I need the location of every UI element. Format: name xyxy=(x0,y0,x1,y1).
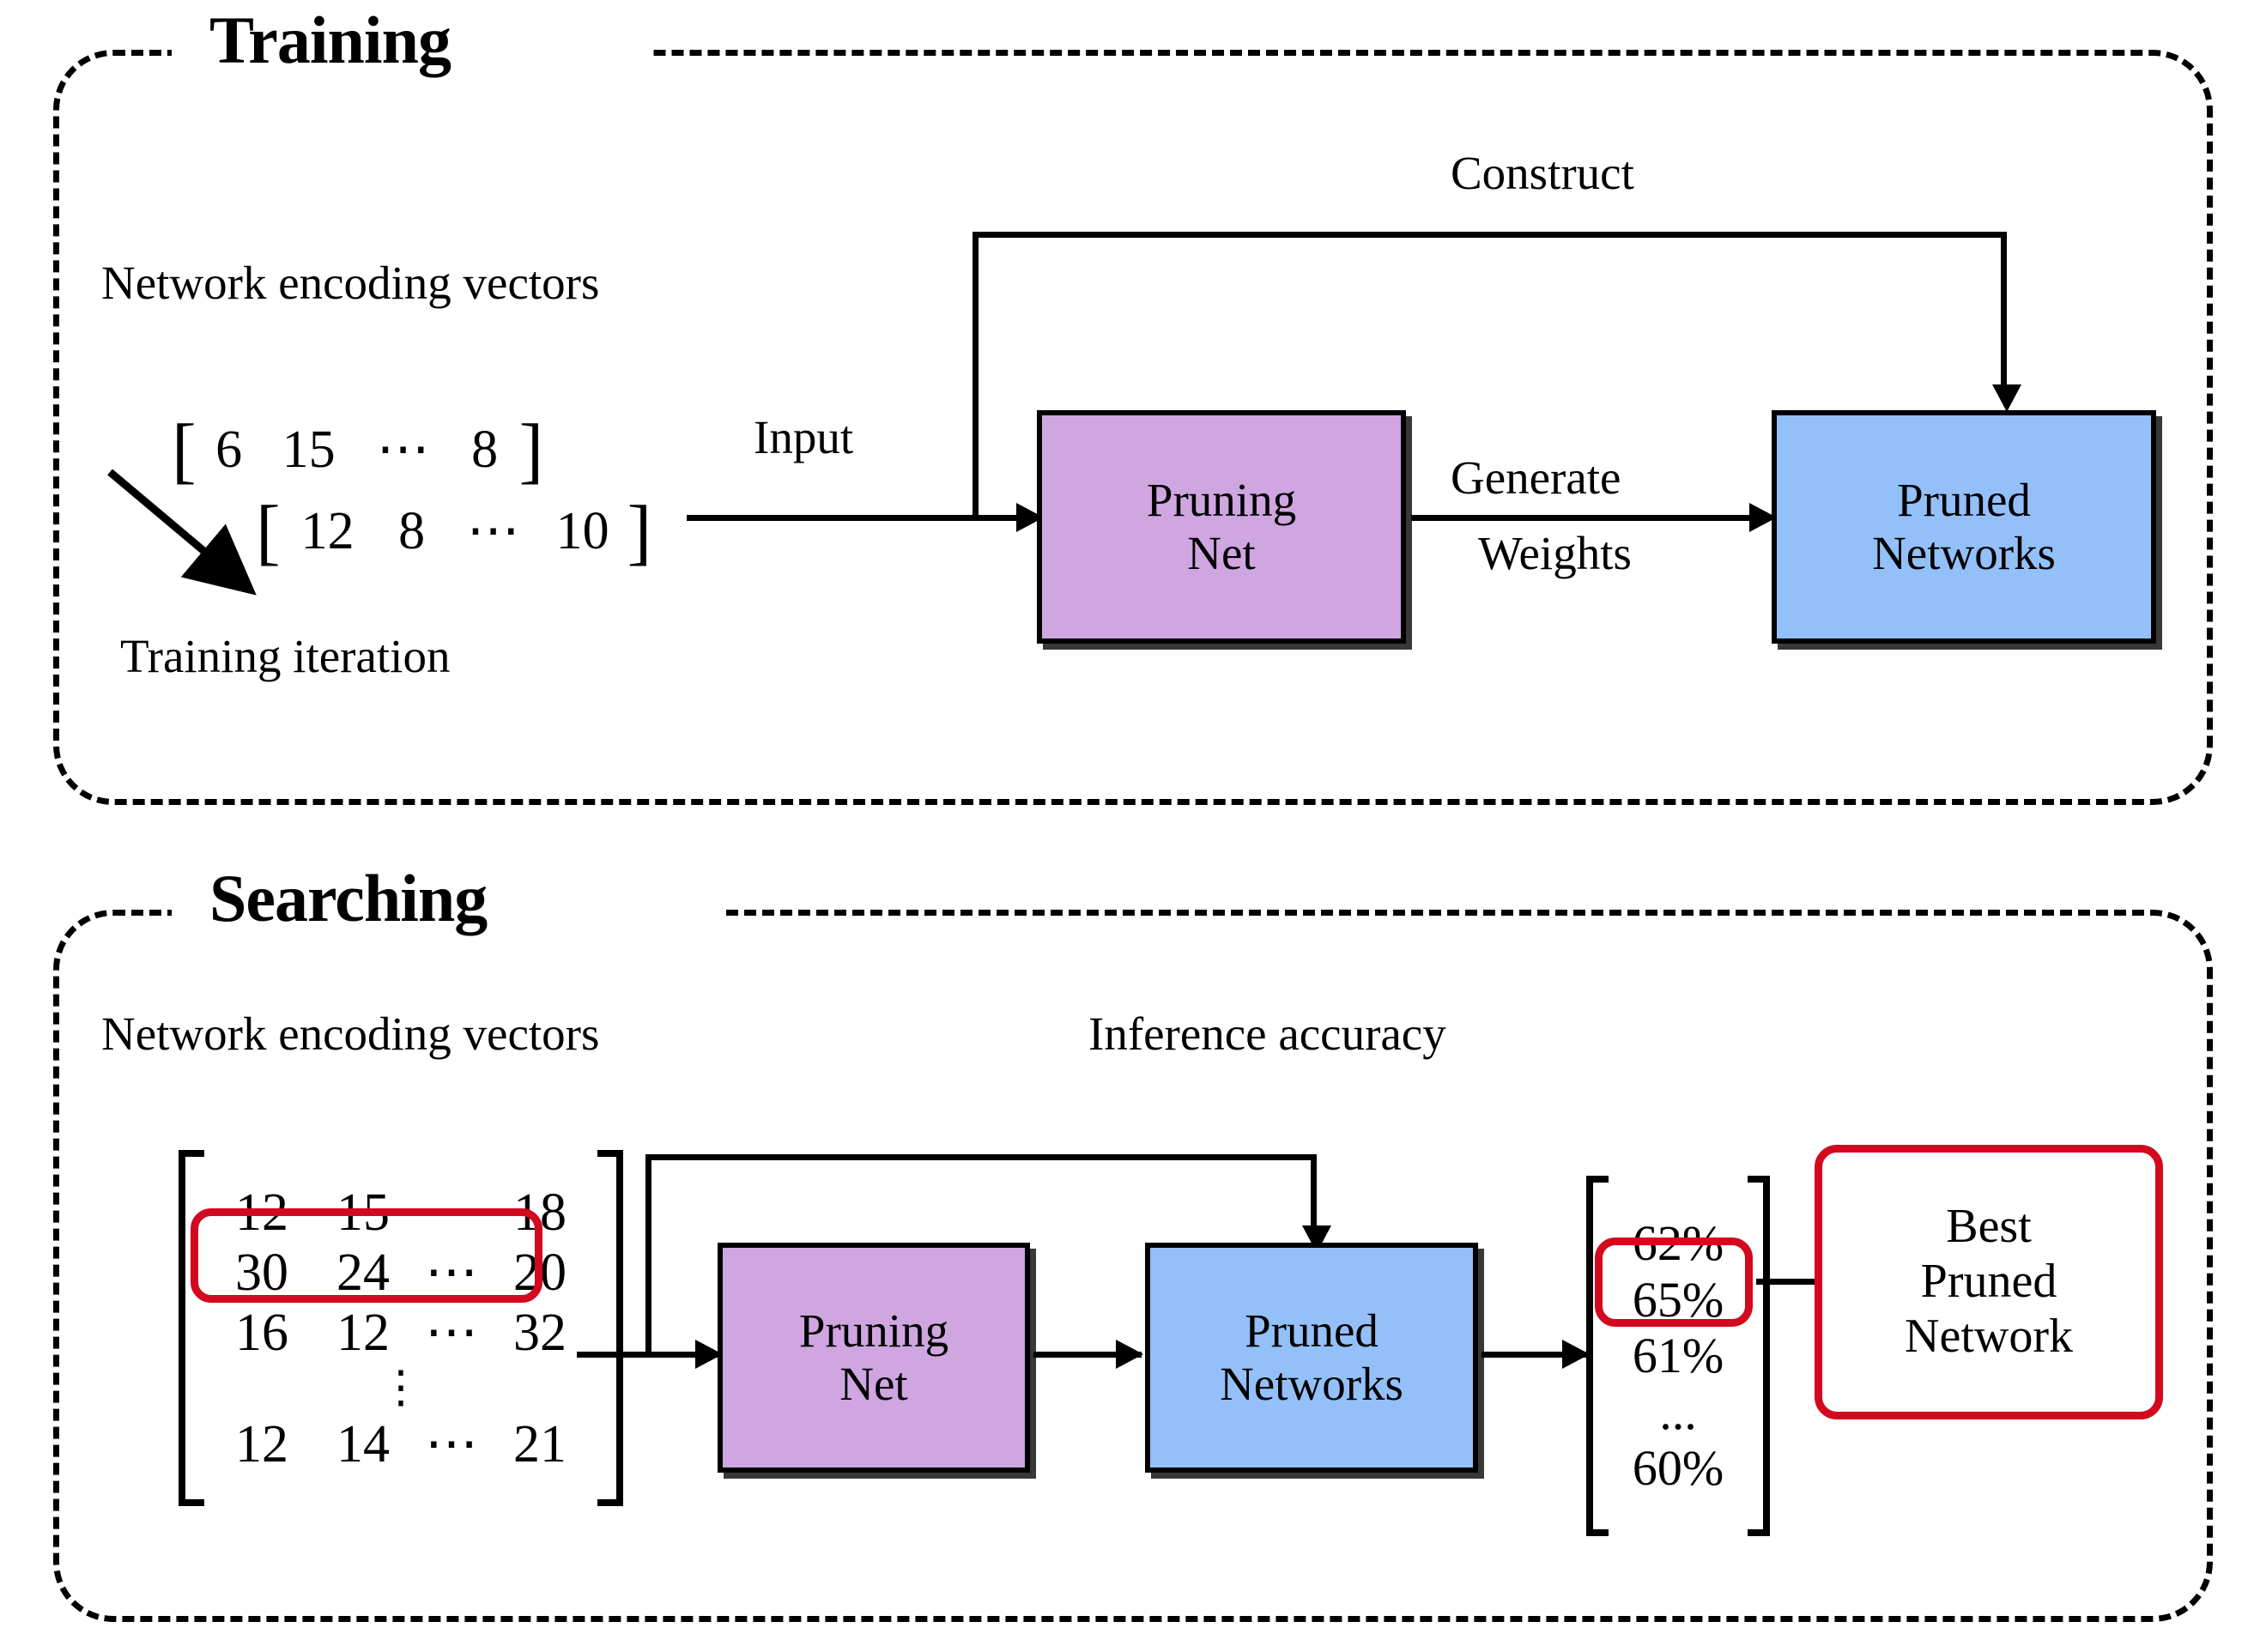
searching-pruned-networks-box[interactable]: Pruned Networks xyxy=(1145,1243,1478,1473)
input-label: Input xyxy=(754,411,854,463)
searching-generate-line xyxy=(1033,1352,1142,1358)
input-arrow-line xyxy=(687,515,1021,521)
generate-label: Generate xyxy=(1451,451,1621,504)
vector-ellipsis: ⋯ xyxy=(466,502,520,561)
matrix-bracket-left xyxy=(179,1150,204,1506)
pruned-networks-label-line2: Networks xyxy=(1872,527,2056,579)
construct-arrow-head xyxy=(1992,384,2021,412)
matrix-ellipsis: ⋯ xyxy=(425,1303,478,1362)
accuracy-item: 62% xyxy=(1632,1215,1724,1272)
searching-generate-arrow-head xyxy=(1116,1340,1143,1369)
accuracy-item: 60% xyxy=(1632,1440,1724,1497)
best-pruned-network-box[interactable]: Best Pruned Network xyxy=(1815,1145,2163,1419)
training-iteration-arrow xyxy=(107,469,257,596)
pruning-net-label-line2: Net xyxy=(1187,527,1256,579)
training-encoding-label: Network encoding vectors xyxy=(101,257,600,309)
generate-weights-arrow-line xyxy=(1411,515,1754,521)
vector-cell: 15 xyxy=(282,421,336,480)
weights-label: Weights xyxy=(1478,527,1632,579)
pruning-net-label-line2: Net xyxy=(839,1358,908,1410)
accuracy-line xyxy=(1482,1352,1586,1358)
searching-pruning-net-box[interactable]: Pruning Net xyxy=(718,1243,1030,1473)
matrix-cell: 24 xyxy=(336,1243,390,1302)
vector-ellipsis: ⋯ xyxy=(376,421,430,480)
matrix-cell: 21 xyxy=(513,1414,567,1473)
pruned-networks-label-line1: Pruned xyxy=(1897,474,2031,527)
bracket-close: ] xyxy=(518,408,544,491)
searching-panel-title: Searching xyxy=(191,865,506,932)
training-panel-title: Training xyxy=(191,7,470,74)
vector-cell: 8 xyxy=(471,421,499,480)
construct-line-horizontal xyxy=(973,232,2007,238)
matrix-cell: 18 xyxy=(513,1183,567,1242)
searching-panel xyxy=(53,910,2213,1622)
matrix-cell: 12 xyxy=(235,1183,288,1242)
matrix-row: 16 12 ⋯ 32 xyxy=(204,1303,597,1363)
training-vector-row-2: [ 12 8 ⋯ 10 ] xyxy=(256,490,652,572)
matrix-row: 12 15 ⋯ 18 xyxy=(204,1183,597,1243)
vector-cell: 12 xyxy=(300,502,354,561)
encoding-matrix: 12 15 ⋯ 18 30 24 ⋯ 20 16 12 ⋯ 32 ⋮ 12 xyxy=(179,1150,623,1506)
matrix-cell: 15 xyxy=(336,1183,390,1242)
best-label-line1: Best xyxy=(1946,1200,2032,1254)
matrix-bracket-right xyxy=(597,1150,623,1506)
matrix-row: 12 14 ⋯ 21 xyxy=(204,1414,597,1474)
construct-label: Construct xyxy=(1451,147,1634,199)
vector-cell: 6 xyxy=(215,421,243,480)
matrix-row-highlighted: 30 24 ⋯ 20 xyxy=(204,1243,597,1303)
accuracy-item-highlighted: 65% xyxy=(1632,1271,1724,1328)
matrix-cell: 14 xyxy=(336,1414,390,1473)
best-label-line3: Network xyxy=(1905,1309,2073,1363)
matrix-vertical-ellipsis: ⋮ xyxy=(379,1363,423,1413)
matrix-cell: 20 xyxy=(513,1243,567,1302)
construct-line-vertical-left xyxy=(973,232,979,518)
matrix-rows: 12 15 ⋯ 18 30 24 ⋯ 20 16 12 ⋯ 32 ⋮ 12 xyxy=(204,1150,597,1506)
accuracy-bracket-left xyxy=(1586,1176,1609,1536)
matrix-ellipsis: ⋯ xyxy=(425,1243,478,1302)
pruned-networks-label-line2: Networks xyxy=(1220,1358,1403,1410)
training-panel xyxy=(53,50,2213,805)
matrix-cell: 16 xyxy=(235,1303,288,1362)
training-iteration-label: Training iteration xyxy=(120,630,451,682)
bracket-open: [ xyxy=(172,408,197,491)
matrix-cell: 32 xyxy=(513,1303,567,1362)
matrix-row-vdots: ⋮ xyxy=(204,1363,597,1414)
bracket-close: ] xyxy=(627,490,652,572)
searching-encoding-label: Network encoding vectors xyxy=(101,1008,600,1060)
accuracy-rows: 62% 65% 61% ... 60% xyxy=(1609,1176,1748,1536)
bracket-open: [ xyxy=(256,490,281,572)
vector-cell: 8 xyxy=(398,502,426,561)
matrix-ellipsis: ⋯ xyxy=(425,1183,478,1242)
accuracy-ellipsis: ... xyxy=(1659,1383,1697,1440)
inference-line-horizontal xyxy=(645,1154,1317,1160)
inference-line-vertical-left xyxy=(645,1154,651,1355)
pruning-net-label-line1: Pruning xyxy=(798,1304,949,1358)
training-pruned-networks-box[interactable]: Pruned Networks xyxy=(1772,410,2156,644)
accuracy-item: 61% xyxy=(1632,1328,1724,1384)
best-network-line xyxy=(1756,1279,1871,1285)
pruned-networks-label-line1: Pruned xyxy=(1245,1304,1379,1358)
accuracy-list: 62% 65% 61% ... 60% xyxy=(1586,1176,1770,1536)
accuracy-bracket-right xyxy=(1748,1176,1770,1536)
inference-accuracy-label: Inference accuracy xyxy=(1088,1008,1446,1060)
matrix-ellipsis: ⋯ xyxy=(425,1414,478,1473)
matrix-cell: 12 xyxy=(235,1414,288,1473)
matrix-cell: 12 xyxy=(336,1303,390,1362)
accuracy-arrow-head xyxy=(1562,1340,1590,1369)
best-label-line2: Pruned xyxy=(1920,1255,2057,1309)
pruning-net-label-line1: Pruning xyxy=(1146,474,1297,527)
inference-line-vertical-right xyxy=(1311,1154,1317,1240)
training-pruning-net-box[interactable]: Pruning Net xyxy=(1037,410,1406,644)
training-vector-row-1: [ 6 15 ⋯ 8 ] xyxy=(172,408,544,491)
vector-cell: 10 xyxy=(555,502,609,561)
construct-line-vertical-right xyxy=(2001,232,2007,399)
matrix-cell: 30 xyxy=(235,1243,288,1302)
